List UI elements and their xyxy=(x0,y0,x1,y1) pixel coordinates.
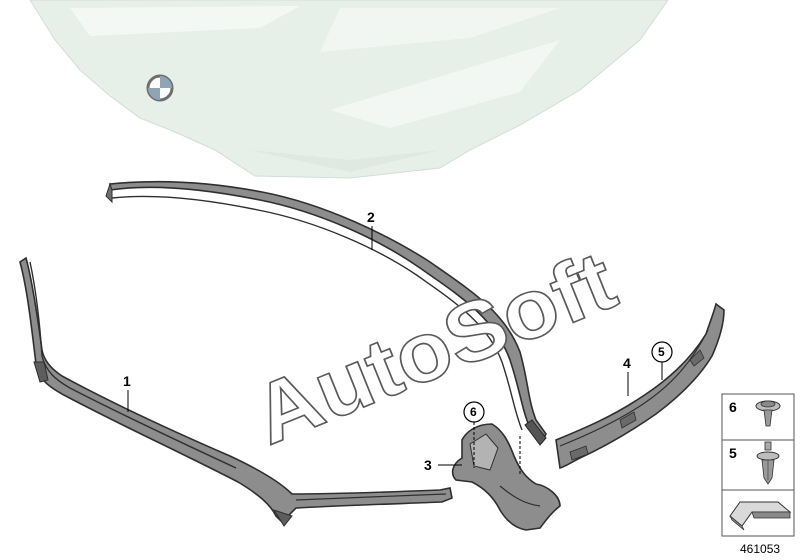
hood-background xyxy=(29,0,669,179)
callout-part-1: 1 xyxy=(123,373,131,389)
callout-circle-6: 6 xyxy=(463,401,485,423)
callout-circle-5-label: 5 xyxy=(658,345,665,359)
diagram-reference-number: 461053 xyxy=(740,542,780,556)
legend-item-6-label: 6 xyxy=(729,399,737,415)
callout-leaders xyxy=(127,226,663,476)
legend-item-5-label: 5 xyxy=(729,445,737,461)
fastener-legend: 6 5 xyxy=(721,393,795,537)
callout-circle-6-label: 6 xyxy=(470,405,477,419)
bmw-logo-icon xyxy=(146,74,174,102)
callout-circle-5: 5 xyxy=(651,341,673,363)
seal-part-1 xyxy=(19,256,453,527)
expansion-rivet-icon xyxy=(756,441,780,485)
seal-part-2 xyxy=(105,180,547,446)
seal-part-4 xyxy=(555,302,725,470)
seal-part-3 xyxy=(451,423,561,531)
callout-part-4: 4 xyxy=(623,355,631,371)
clip-fastener-icon xyxy=(755,400,781,427)
direction-arrow-icon xyxy=(729,501,792,531)
callout-part-2: 2 xyxy=(367,209,375,225)
callout-part-3: 3 xyxy=(424,457,432,473)
